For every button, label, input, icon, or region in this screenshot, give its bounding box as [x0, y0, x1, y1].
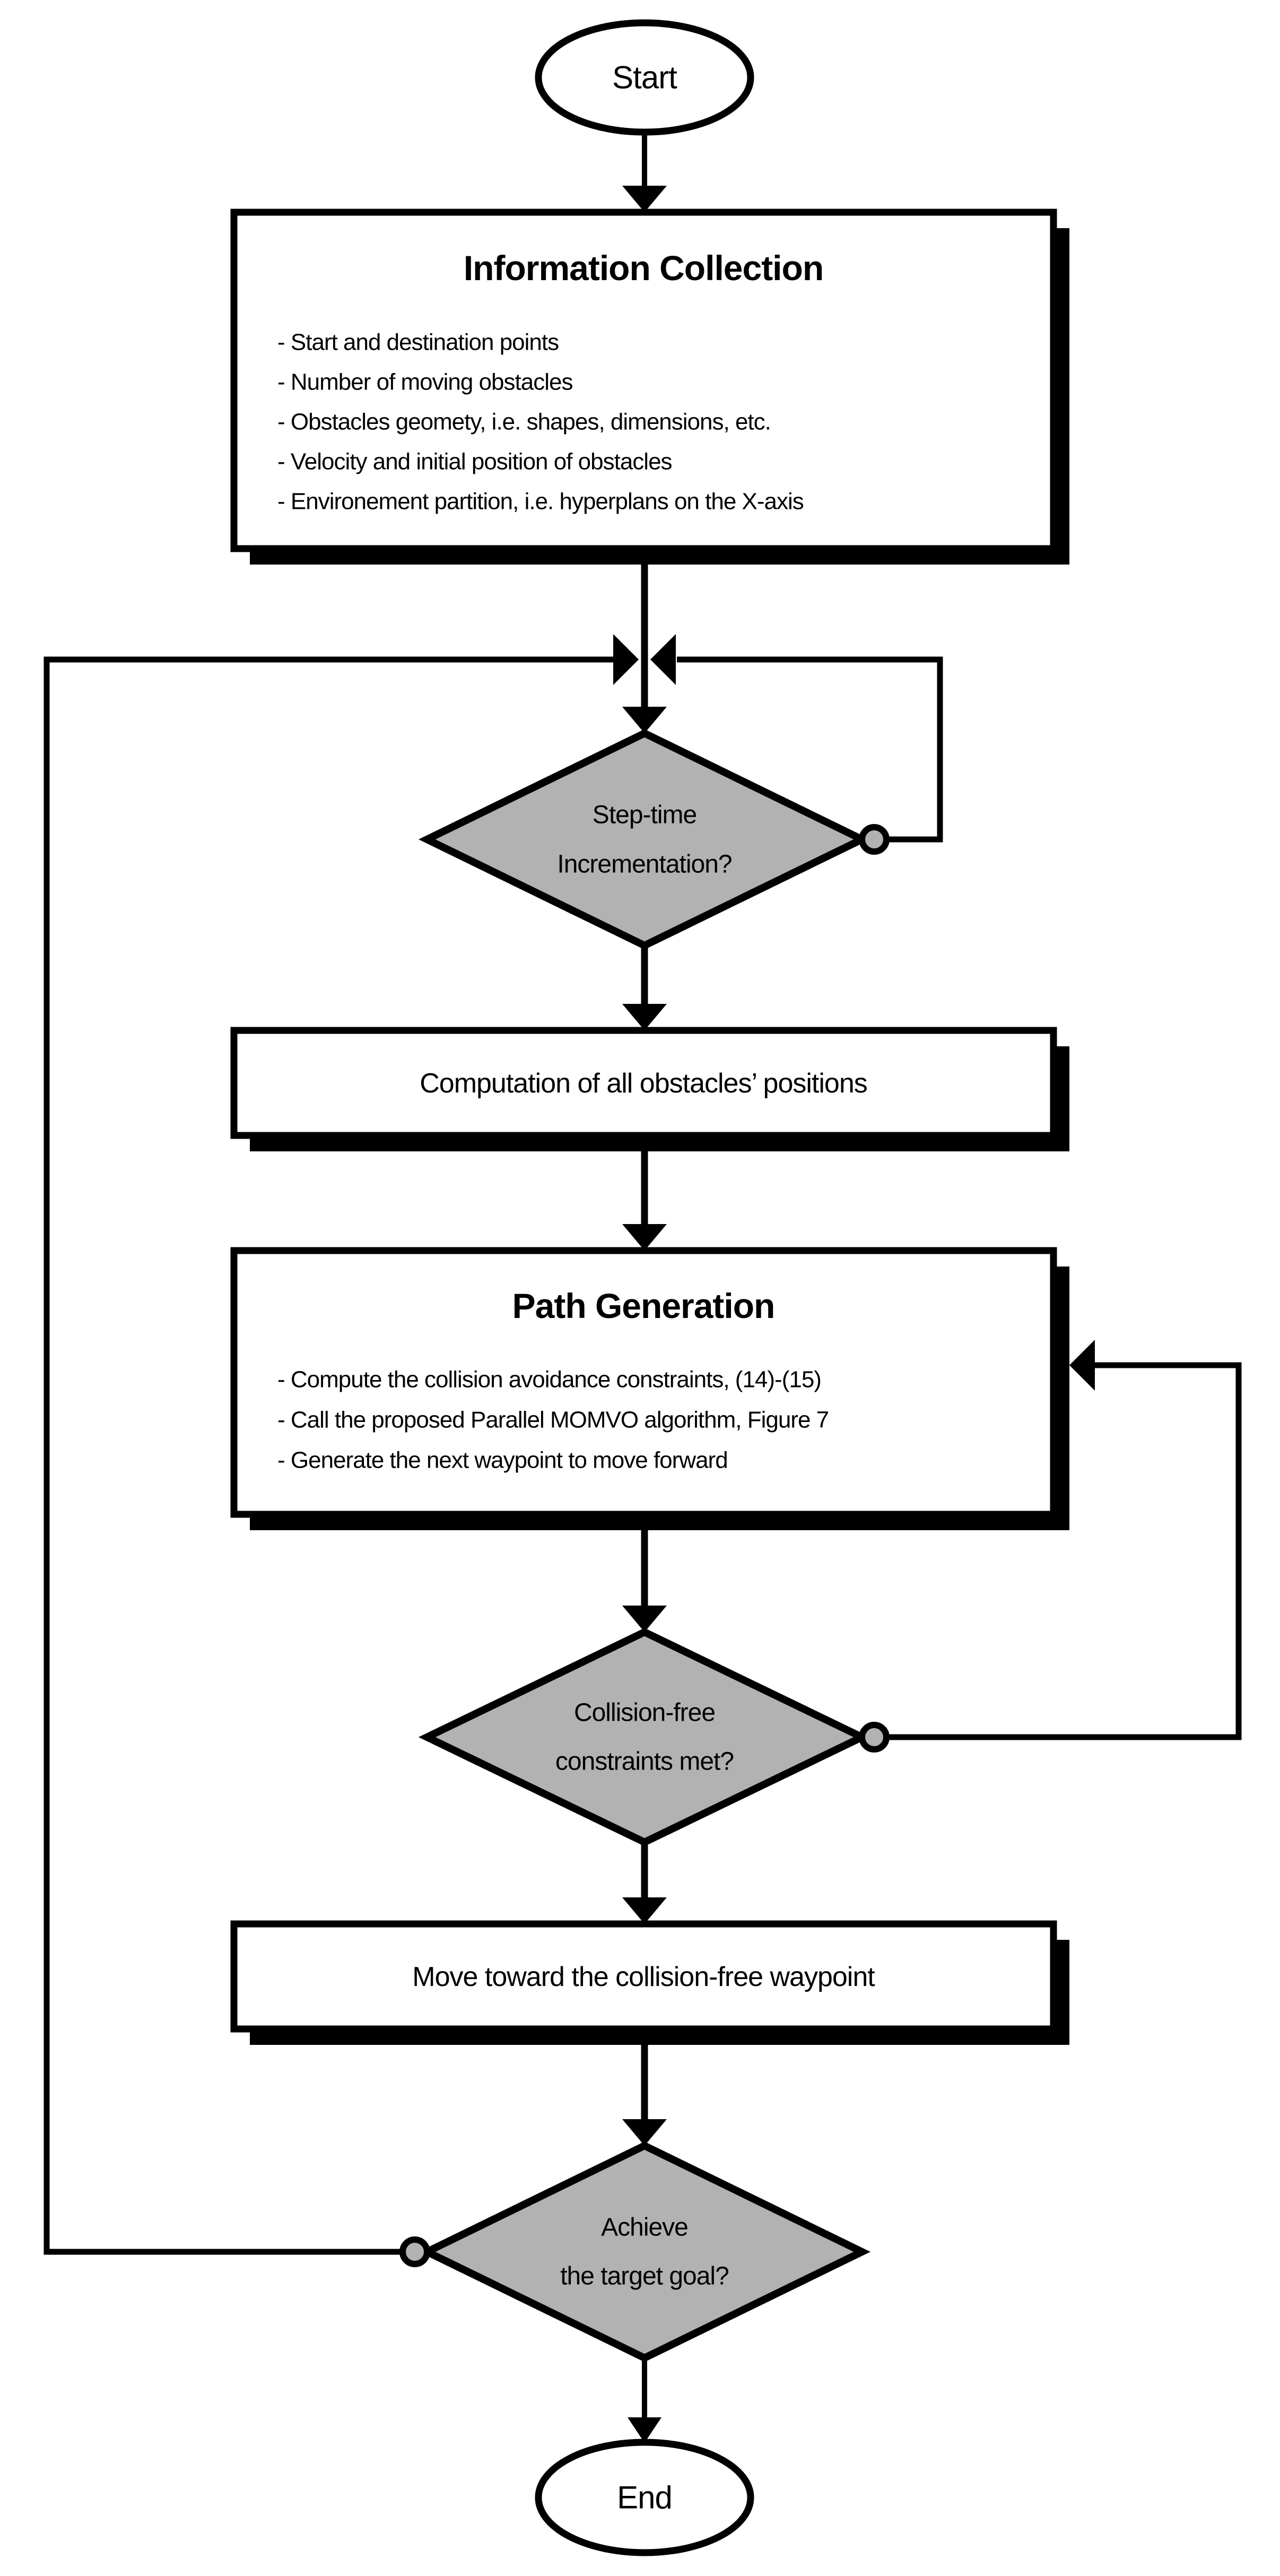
achieve-goal-label-line2: the target goal?	[560, 2262, 729, 2291]
info-bullet: - Obstacles geomety, i.e. shapes, dimens…	[277, 409, 771, 435]
process-path-generation	[230, 1247, 1057, 1518]
information-collection-title: Information Collection	[464, 248, 823, 288]
loop-collision-feedback	[886, 1362, 1242, 1740]
path-generation-title: Path Generation	[512, 1286, 775, 1325]
collision-free-label-line1: Collision-free	[574, 1699, 715, 1727]
info-bullet: - Number of moving obstacles	[277, 369, 572, 395]
arrowhead-into-step	[622, 707, 667, 733]
decision-step-time	[419, 729, 870, 950]
info-bullet: - Velocity and initial position of obsta…	[277, 449, 672, 475]
end-label: End	[617, 2480, 672, 2516]
arrowhead-into-path-right	[1069, 1340, 1095, 1391]
process-computation	[230, 1027, 1057, 1139]
arrowhead-into-end	[628, 2417, 661, 2443]
start-label: Start	[612, 60, 677, 96]
computation-label: Computation of all obstacles’ positions	[420, 1068, 867, 1099]
info-bullet: - Start and destination points	[277, 329, 559, 355]
arrowhead-into-path	[622, 1224, 667, 1251]
arrowhead-into-move	[622, 1897, 667, 1924]
loop-achieve-feedback	[43, 656, 614, 2255]
info-bullet: - Environement partition, i.e. hyperplan…	[277, 489, 804, 515]
step-time-label-line2: Incrementation?	[557, 851, 732, 879]
connector-circle-collision	[859, 1722, 890, 1753]
path-bullet: - Compute the collision avoidance constr…	[277, 1367, 821, 1393]
connector-circle-step	[859, 824, 890, 855]
arrowhead-into-collision	[622, 1606, 667, 1632]
path-bullet: - Call the proposed Parallel MOMVO algor…	[277, 1407, 829, 1433]
arrowhead-junction-right	[650, 634, 676, 685]
arrowhead-into-computation	[622, 1004, 667, 1030]
arrowhead-junction-left	[613, 634, 639, 685]
move-waypoint-label: Move toward the collision-free waypoint	[412, 1962, 875, 1992]
achieve-goal-label-line1: Achieve	[601, 2214, 688, 2242]
path-bullet: - Generate the next waypoint to move for…	[277, 1447, 728, 1473]
decision-achieve-goal	[419, 2141, 870, 2362]
process-information-collection	[230, 209, 1057, 552]
connector-circle-achieve	[399, 2236, 430, 2267]
loop-step-time-feedback	[677, 656, 943, 843]
decision-collision-free	[418, 1628, 871, 1846]
arrowhead-into-achieve	[622, 2119, 667, 2146]
collision-free-label-line2: constraints met?	[555, 1748, 734, 1776]
arrowhead-into-info	[622, 186, 667, 212]
step-time-label-line1: Step-time	[593, 801, 696, 829]
process-move-waypoint	[230, 1920, 1057, 2033]
